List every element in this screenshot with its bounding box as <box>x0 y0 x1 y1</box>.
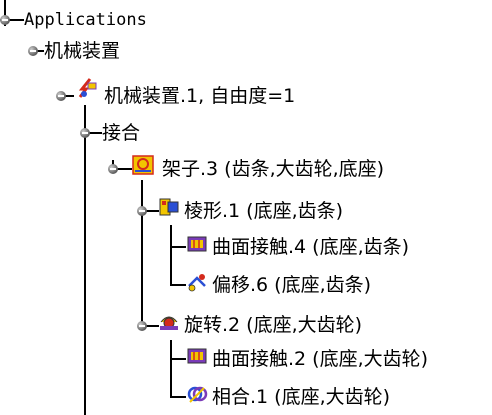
tree-node-mechanism-root[interactable]: 机械装置 <box>44 36 120 66</box>
tree-node-coincidence[interactable]: 相合.1 (底座,大齿轮) <box>212 382 390 412</box>
tree-connector <box>141 210 159 212</box>
tree-connector <box>141 325 159 327</box>
tree-connector <box>84 132 102 134</box>
tree-connector <box>32 50 44 52</box>
tree-node-offset[interactable]: 偏移.6 (底座,齿条) <box>212 270 371 300</box>
node-label: 相合.1 (底座,大齿轮) <box>212 386 391 408</box>
tree-connector <box>170 246 186 248</box>
tree-connector <box>141 180 143 327</box>
node-label: 接合 <box>102 122 141 144</box>
node-label: 架子.3 (齿条,大齿轮,底座) <box>162 158 385 180</box>
tree-connector <box>0 19 24 21</box>
prismatic-joint-icon[interactable] <box>158 196 180 218</box>
node-label: 机械装置.1, 自由度=1 <box>104 85 296 107</box>
tree-connector <box>170 340 172 398</box>
tree-connector <box>170 396 186 398</box>
tree-node-revolute[interactable]: 旋转.2 (底座,大齿轮) <box>184 310 362 340</box>
tree-connector <box>170 358 186 360</box>
node-label: 偏移.6 (底座,齿条) <box>212 274 372 296</box>
node-label: 棱形.1 (底座,齿条) <box>184 200 344 222</box>
tree-connector <box>84 105 86 415</box>
node-label: 曲面接触.4 (底座,齿条) <box>212 236 410 258</box>
tree-node-surface-contact-2[interactable]: 曲面接触.2 (底座,大齿轮) <box>212 344 428 374</box>
node-label: 机械装置 <box>44 40 121 62</box>
tree-connector <box>4 0 6 26</box>
surface-contact-icon[interactable] <box>186 345 208 367</box>
expand-toggle-root[interactable] <box>0 15 10 25</box>
surface-contact-icon[interactable] <box>186 233 208 255</box>
node-label: 旋转.2 (底座,大齿轮) <box>184 314 363 336</box>
coincidence-constraint-icon[interactable] <box>186 383 208 405</box>
offset-constraint-icon[interactable] <box>186 271 208 293</box>
tree-connector <box>170 225 172 286</box>
revolute-joint-icon[interactable] <box>158 310 180 332</box>
expand-toggle-rack[interactable] <box>108 164 118 174</box>
node-label: 曲面接触.2 (底座,大齿轮) <box>212 348 429 370</box>
tree-node-surface-contact-4[interactable]: 曲面接触.4 (底座,齿条) <box>212 232 409 262</box>
mechanism-icon[interactable] <box>76 77 98 99</box>
tree-node-mechanism[interactable]: 机械装置.1, 自由度=1 <box>104 81 295 111</box>
expand-toggle-joints[interactable] <box>80 128 90 138</box>
tree-connector <box>170 284 186 286</box>
expand-toggle-mechanism[interactable] <box>56 91 66 101</box>
expand-toggle-prismatic[interactable] <box>137 206 147 216</box>
rack-joint-icon[interactable] <box>132 154 154 176</box>
expand-toggle-revolute[interactable] <box>137 321 147 331</box>
tree-node-applications[interactable]: Applications <box>24 5 147 35</box>
tree-connector <box>60 95 74 97</box>
tree-node-prismatic[interactable]: 棱形.1 (底座,齿条) <box>184 196 343 226</box>
tree-connector <box>112 168 132 170</box>
expand-toggle-mechanism-root[interactable] <box>28 46 38 56</box>
node-label: Applications <box>24 10 147 30</box>
tree-node-rack[interactable]: 架子.3 (齿条,大齿轮,底座) <box>162 154 384 184</box>
tree-node-joints[interactable]: 接合 <box>102 118 140 148</box>
